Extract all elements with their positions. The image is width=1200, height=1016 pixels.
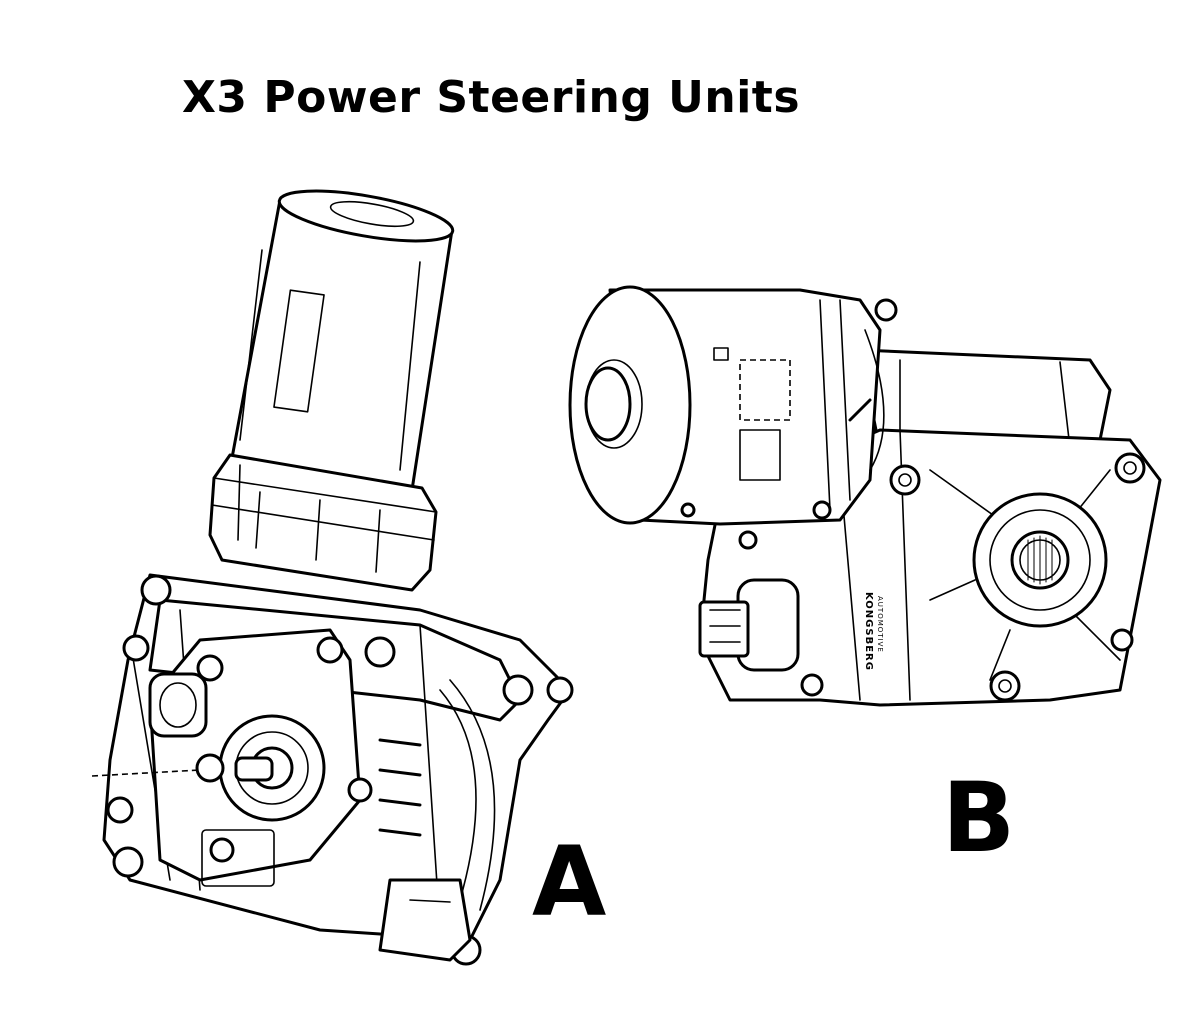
unit-a-motor bbox=[230, 189, 455, 492]
unit-b-brand-text: KONGSBERG bbox=[863, 592, 874, 671]
unit-b-illustration: KONGSBERG AUTOMOTIVE bbox=[568, 285, 1162, 707]
unit-a-mounting-bolts bbox=[106, 574, 574, 966]
unit-a-collar bbox=[208, 453, 438, 592]
unit-b-motor bbox=[568, 285, 898, 526]
unit-a-illustration bbox=[91, 189, 574, 966]
unit-a-front-cover bbox=[91, 628, 373, 887]
unit-b-label: B bbox=[942, 762, 1016, 874]
unit-b-gear-housing: KONGSBERG AUTOMOTIVE bbox=[698, 428, 1162, 707]
unit-b-brand-subtext: AUTOMOTIVE bbox=[876, 596, 884, 653]
unit-a-label: A bbox=[532, 826, 607, 938]
diagram-title: X3 Power Steering Units bbox=[182, 72, 801, 123]
